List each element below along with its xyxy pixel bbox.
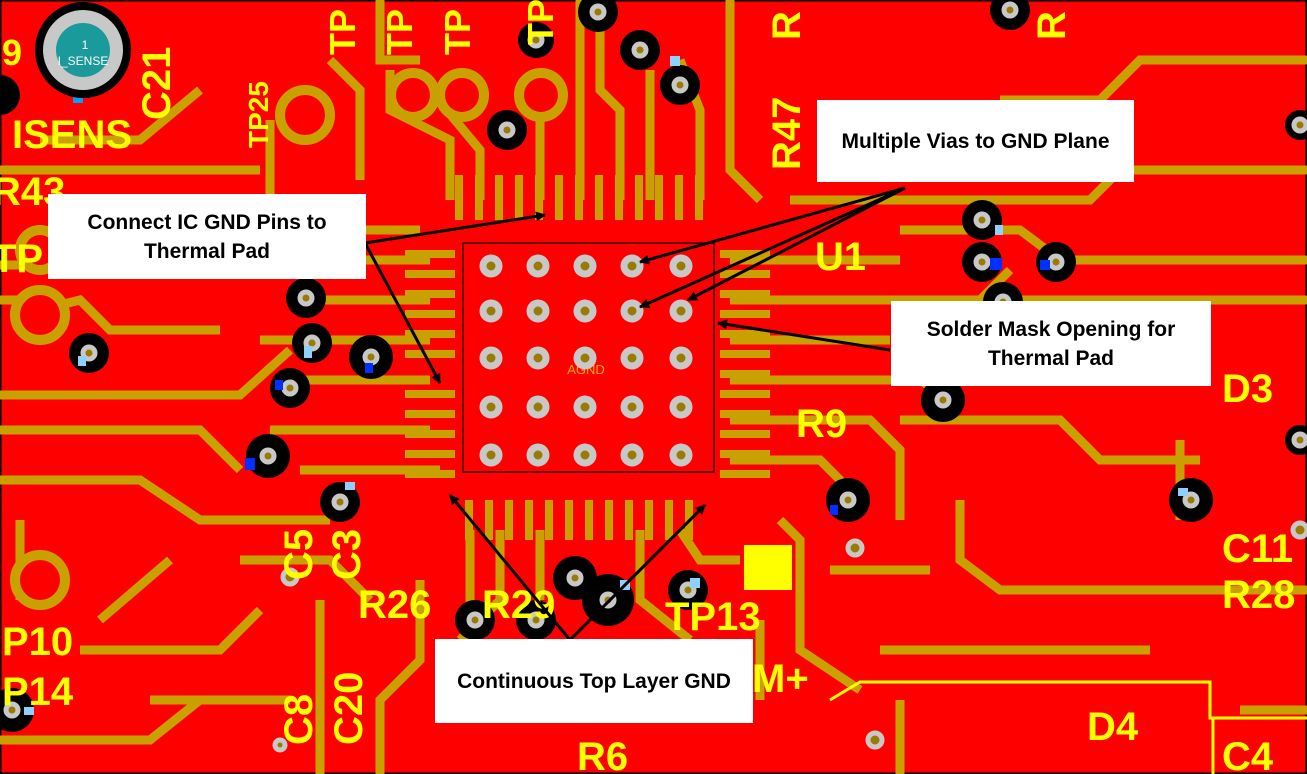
silk-tp25: TP25 (243, 81, 274, 148)
silk-tp10: P10 (2, 620, 73, 664)
callout-solder-mask-text: Solder Mask Opening for Thermal Pad (926, 317, 1176, 370)
silk-c20: C20 (327, 672, 371, 745)
silk-tp-left: TP (0, 237, 43, 281)
test-pads (10, 68, 568, 610)
callout-top-gnd-text: Continuous Top Layer GND (457, 669, 731, 693)
silk-r28: R28 (1222, 573, 1295, 617)
silk-r9: R9 (796, 402, 847, 446)
silk-isense: ISENS (12, 113, 132, 157)
silk-c21: C21 (135, 47, 179, 120)
silk-mplus: M+ (752, 657, 809, 701)
silk-r26: R26 (358, 583, 431, 627)
silk-tp-d: TP (520, 0, 561, 45)
ic-pins-right (720, 250, 770, 478)
silk-u1: U1 (815, 235, 866, 279)
callout-gnd-pins-text: Connect IC GND Pins to Thermal Pad (87, 210, 327, 263)
silk-c8: C8 (277, 694, 321, 745)
silk-tp-a: TP (322, 9, 363, 55)
silk-r47: R47 (765, 97, 809, 170)
callout-vias: Multiple Vias to GND Plane (817, 100, 1134, 182)
silk-r29: R29 (482, 583, 555, 627)
silk-r-top: R (765, 11, 809, 40)
silk-c5: C5 (277, 529, 321, 580)
callout-top-gnd: Continuous Top Layer GND (435, 639, 753, 723)
silk-c3: C3 (325, 529, 369, 580)
silk-tp-c: TP (437, 9, 478, 55)
silk-r6: R6 (577, 735, 628, 774)
silk-c4: C4 (1222, 735, 1274, 774)
ic-pins-top (455, 175, 703, 220)
pin1-marker (744, 545, 792, 590)
silk-tp-b: TP (379, 9, 420, 55)
silk-tp14: P14 (2, 670, 74, 714)
callout-arrows (363, 186, 906, 642)
silk-r-top2: R (1030, 11, 1074, 40)
isense-test-point (35, 2, 131, 98)
callout-gnd-pins: Connect IC GND Pins to Thermal Pad (48, 194, 366, 279)
silk-d4: D4 (1087, 705, 1139, 749)
test-point-number: 1 (82, 38, 89, 52)
thermal-vias (479, 254, 693, 467)
silk-num9: 9 (2, 32, 22, 73)
d4-outline (829, 680, 1307, 720)
test-point-label: I_SENSE (58, 54, 109, 68)
ic-pins-left (405, 250, 455, 478)
silk-tp13: TP13 (665, 595, 761, 639)
silk-c11: C11 (1222, 527, 1293, 571)
callout-vias-text: Multiple Vias to GND Plane (841, 129, 1110, 153)
callout-solder-mask: Solder Mask Opening for Thermal Pad (891, 301, 1211, 386)
silk-d3: D3 (1222, 367, 1273, 411)
